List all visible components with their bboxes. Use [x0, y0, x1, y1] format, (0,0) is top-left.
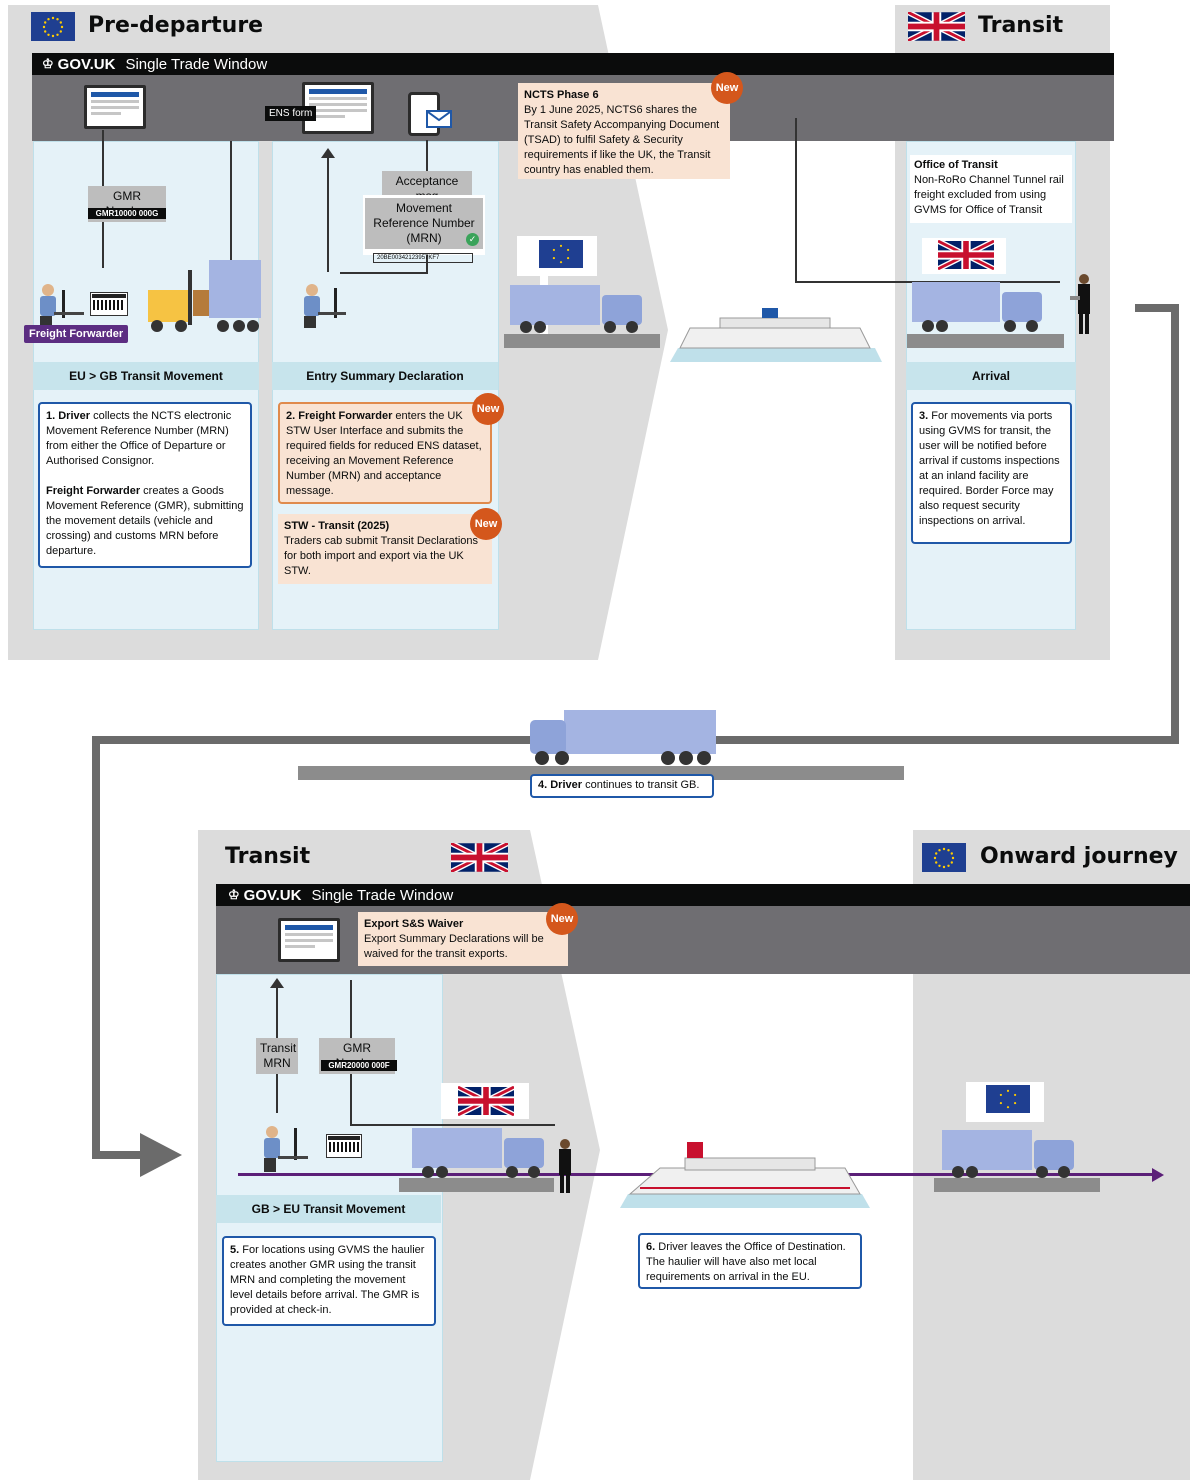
- uk-flag-icon: [906, 9, 967, 44]
- truck-icon: [912, 282, 1042, 332]
- stw-transit-note: STW - Transit (2025)Traders cab submit T…: [278, 514, 492, 584]
- forklift-icon: [148, 260, 261, 332]
- flow-line: [795, 118, 797, 281]
- step-6-box: 6. Driver leaves the Office of Destinati…: [638, 1233, 862, 1289]
- envelope-icon: [426, 110, 452, 128]
- border-officer-icon: [1070, 274, 1090, 334]
- step-1-box: 1. Driver collects the NCTS electronic M…: [38, 402, 252, 568]
- screen-icon: [84, 85, 146, 129]
- crown-icon: ♔: [42, 56, 54, 71]
- mrn-code: 20BE00342123957KF7: [373, 253, 473, 263]
- check-icon: ✓: [466, 233, 479, 246]
- screen-icon: [278, 918, 340, 962]
- new-badge: New: [472, 393, 504, 425]
- uk-flag-icon: [936, 238, 996, 272]
- eu-flag-icon: [922, 843, 966, 872]
- arrow-up-icon: [321, 148, 335, 158]
- heading-gb-eu: GB > EU Transit Movement: [216, 1195, 441, 1223]
- eu-flag-icon: [31, 12, 75, 41]
- new-badge: New: [711, 72, 743, 104]
- arrow-up-icon: [270, 978, 284, 988]
- freight-forwarder-badge: Freight Forwarder: [24, 325, 129, 343]
- uk-flag-icon: [449, 840, 510, 875]
- arrow-right-icon: [1152, 1168, 1164, 1182]
- section-title-transit-bottom: Transit: [225, 844, 311, 869]
- crown-icon: ♔: [228, 887, 240, 902]
- road: [934, 1178, 1100, 1192]
- section-title-onward: Onward journey: [980, 844, 1178, 869]
- ship-icon: [620, 1142, 870, 1208]
- step-2-box: 2. Freight Forwarder enters the UK STW U…: [278, 402, 492, 504]
- flow-line: [350, 1124, 555, 1126]
- road: [907, 334, 1064, 348]
- road: [399, 1178, 554, 1192]
- person-at-desk-icon: [304, 284, 346, 328]
- gov-uk-logo: ♔GOV.UK: [228, 886, 302, 904]
- stw-label: Single Trade Window: [311, 886, 454, 904]
- step-4-box: 4. Driver continues to transit GB.: [530, 774, 714, 798]
- barcode-icon: [326, 1134, 362, 1158]
- new-badge: New: [470, 508, 502, 540]
- eu-flag-icon: [986, 1085, 1030, 1113]
- barcode-icon: [90, 292, 128, 316]
- ens-form-label: ENS form: [265, 106, 317, 121]
- border-officer-icon: [559, 1139, 571, 1193]
- gmr-code: GMR10000 000G: [88, 208, 166, 219]
- uk-flag-icon: [456, 1084, 516, 1118]
- heading-eu-gb: EU > GB Transit Movement: [33, 362, 259, 390]
- arrow-right-icon: [140, 1133, 182, 1177]
- road: [504, 334, 660, 348]
- gov-uk-bar: ♔GOV.UK Single Trade Window: [32, 53, 1114, 75]
- person-at-desk-icon: [40, 284, 84, 328]
- person-at-desk-icon: [264, 1126, 308, 1172]
- mrn-card: Movement Reference Number (MRN) 20BE0034…: [363, 195, 485, 263]
- ship-icon: [670, 308, 882, 362]
- gov-uk-logo: ♔GOV.UK: [42, 55, 116, 73]
- flow-line: [327, 152, 329, 272]
- heading-ens: Entry Summary Declaration: [272, 362, 498, 390]
- step-3-box: 3. For movements via ports using GVMS fo…: [911, 402, 1072, 544]
- truck-icon: [530, 710, 716, 765]
- truck-icon: [510, 285, 642, 333]
- section-title-pre-departure: Pre-departure: [88, 13, 264, 38]
- section-title-transit-top: Transit: [978, 13, 1064, 38]
- step-5-box: 5. For locations using GVMS the haulier …: [222, 1236, 436, 1326]
- truck-icon: [412, 1128, 544, 1178]
- flow-line: [230, 141, 232, 268]
- eu-flag-icon: [539, 240, 583, 268]
- gov-uk-bar: ♔GOV.UK Single Trade Window: [216, 884, 1190, 906]
- heading-arrival: Arrival: [906, 362, 1076, 390]
- road: [298, 766, 904, 780]
- truck-icon: [942, 1130, 1074, 1178]
- flow-line: [340, 272, 428, 274]
- new-badge: New: [546, 903, 578, 935]
- stw-label: Single Trade Window: [125, 55, 268, 73]
- mrn-label: Movement Reference Number (MRN): [365, 198, 483, 249]
- gmr-code: GMR20000 000F: [321, 1060, 397, 1071]
- transit-mrn-label: Transit MRN: [256, 1038, 298, 1074]
